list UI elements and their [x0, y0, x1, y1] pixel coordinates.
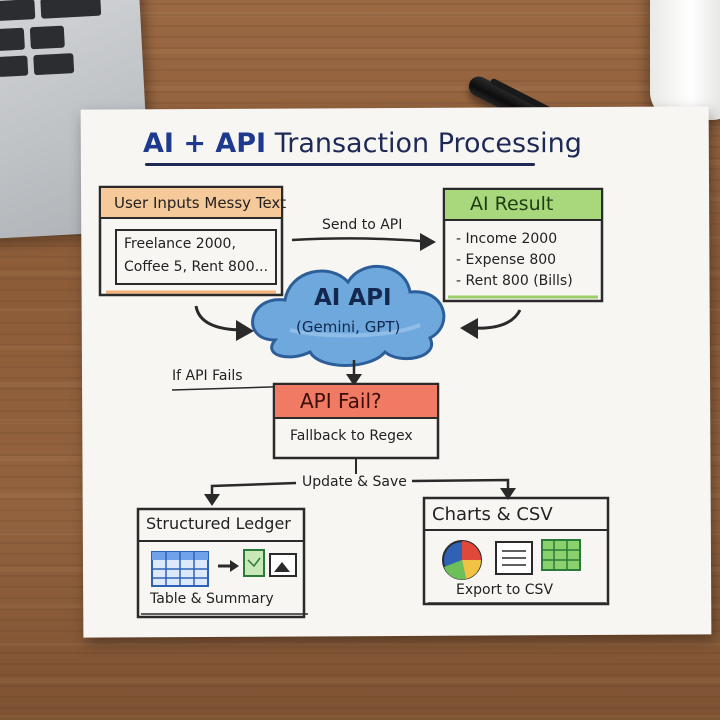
input-box-frame: [98, 185, 284, 297]
fail-box-header: API Fail?: [300, 389, 382, 413]
charts-box-header: Charts & CSV: [432, 504, 553, 525]
cloud-shape: [251, 264, 446, 367]
spreadsheet-icon: [541, 539, 581, 571]
ledger-box-footer: Table & Summary: [150, 591, 274, 607]
cloud-title: AI API: [314, 285, 392, 311]
list-document-icon: [495, 541, 533, 575]
result-item-2: - Expense 800: [456, 252, 557, 268]
result-item-3: - Rent 800 (Bills): [456, 273, 573, 289]
input-box-header-fill: [101, 188, 281, 218]
pie-chart-icon: [442, 540, 482, 580]
arrow-to-charts: [411, 478, 510, 494]
arrow-icon: [230, 560, 239, 572]
input-box-header: User Inputs Messy Text: [114, 194, 287, 212]
title-rest: Transaction Processing: [274, 128, 582, 159]
send-arrow: [291, 237, 433, 244]
image-icon: [269, 553, 297, 577]
update-save-label: Update & Save: [302, 474, 407, 490]
cloud-subtitle: (Gemini, GPT): [296, 318, 401, 336]
title-bold: AI + API: [143, 128, 267, 159]
result-item-1: - Income 2000: [456, 231, 558, 247]
arrow-result-to-cloud: [471, 309, 522, 330]
fail-box-header-fill: [275, 385, 437, 418]
send-to-api-label: Send to API: [322, 217, 403, 233]
ledger-box-header: Structured Ledger: [146, 514, 291, 533]
arrow-cloud-to-fail: [346, 374, 362, 386]
coffee-mug: [650, 0, 720, 120]
input-line-1: Freelance 2000,: [124, 236, 236, 252]
fail-box-body: Fallback to Regex: [290, 428, 413, 444]
result-box-frame: [442, 187, 604, 303]
table-icon: [151, 551, 209, 587]
arrow-to-ledger: [210, 481, 297, 500]
ledger-box-frame: [136, 507, 306, 619]
result-box-header-fill: [445, 190, 601, 220]
document-icon: [243, 549, 265, 577]
input-line-2: Coffee 5, Rent 800...: [124, 259, 269, 275]
input-text-field: [115, 229, 277, 285]
charts-box-footer: Export to CSV: [456, 582, 554, 598]
title-underline: [145, 163, 535, 166]
if-api-fails-label: If API Fails: [172, 368, 243, 384]
diagram-title: AI + API Transaction Processing: [143, 128, 582, 168]
result-box-header: AI Result: [470, 193, 554, 215]
charts-box-frame: [422, 496, 610, 606]
